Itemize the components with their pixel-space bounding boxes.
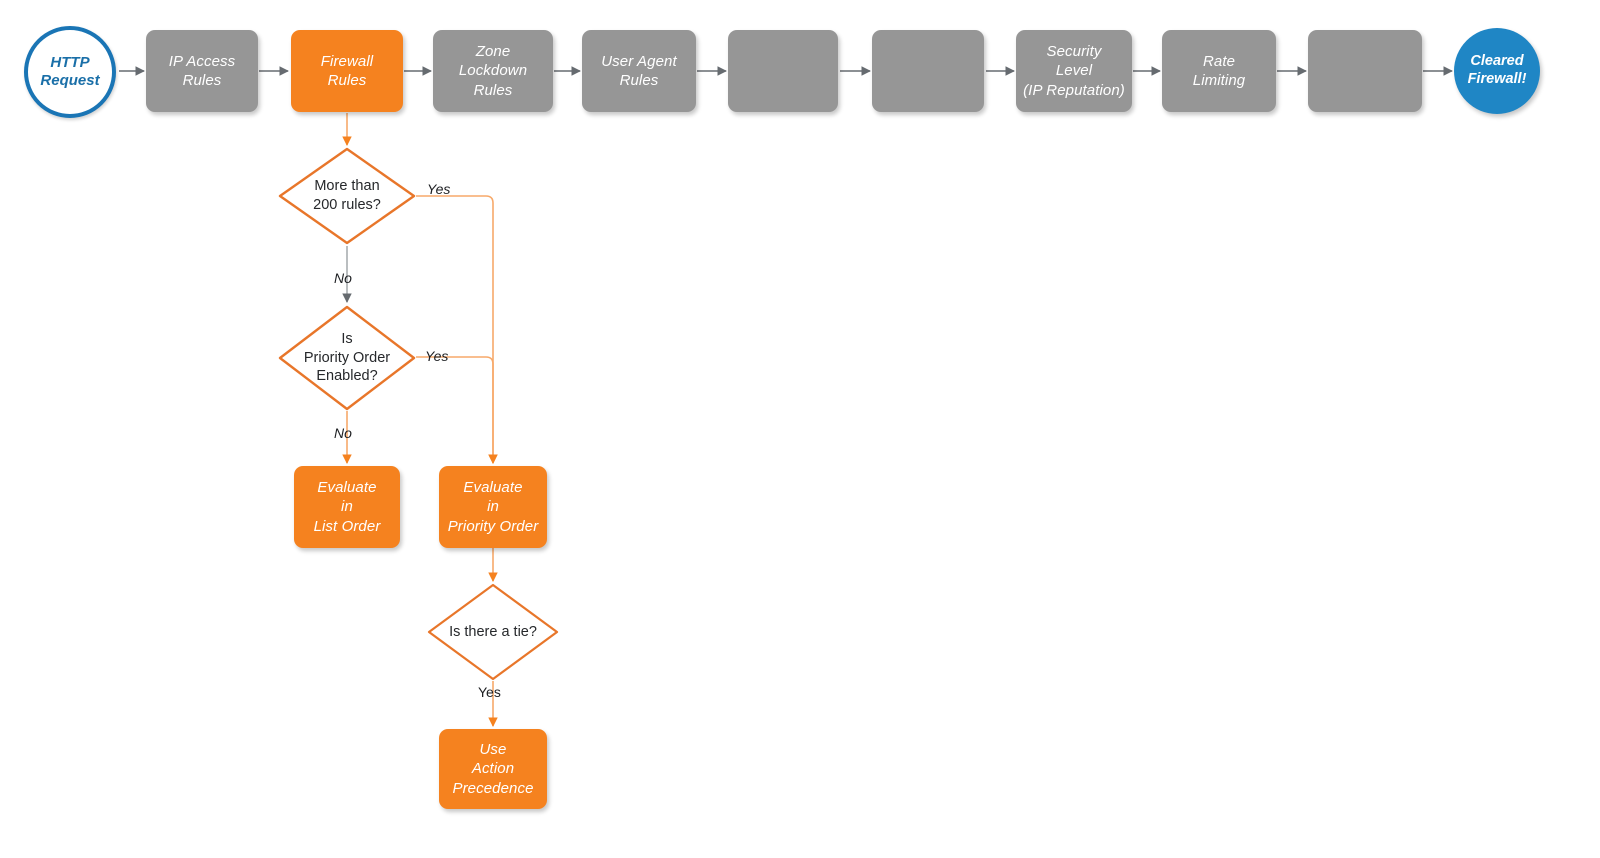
diamond-shape [278, 305, 416, 411]
diamond-shape [427, 583, 559, 681]
node-managed-rules-waf[interactable] [1308, 30, 1422, 112]
edge-label-more-than-200-no: No [334, 270, 352, 286]
node-browser-integrity-check[interactable] [728, 30, 838, 112]
diamond-shape [278, 147, 416, 245]
edge-priority-order-yes [416, 356, 498, 464]
edge-label-priority-order-yes: Yes [425, 348, 449, 364]
node-is-there-a-tie-label: Is there a tie? [449, 623, 537, 640]
edge-label-is-tie-yes: Yes [478, 684, 501, 700]
edge-more-than-200-yes [416, 195, 498, 464]
node-is-there-a-tie[interactable]: Is there a tie? [426, 582, 560, 682]
node-hotlinking-protection[interactable] [872, 30, 984, 112]
edge-label-priority-order-no: No [334, 425, 352, 441]
edge-label-more-than-200-yes: Yes [427, 181, 451, 197]
